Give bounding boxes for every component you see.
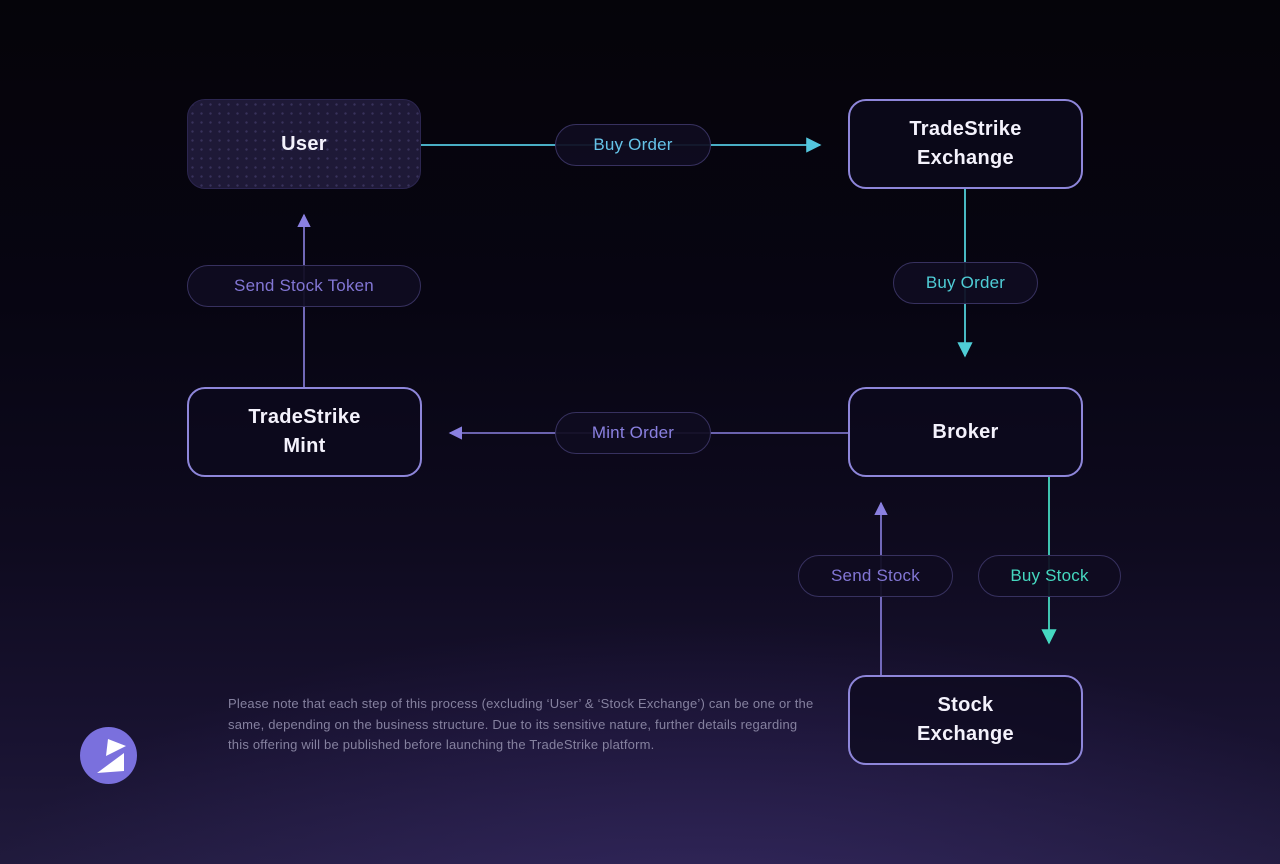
edge-label-buy-stock: Buy Stock <box>978 555 1121 597</box>
node-tradestrike-mint-label-line1: TradeStrike <box>248 406 361 428</box>
node-broker: Broker <box>848 387 1083 477</box>
node-tradestrike-exchange-label-line2: Exchange <box>917 147 1014 169</box>
disclaimer-line: Please note that each step of this proce… <box>228 696 814 711</box>
node-tradestrike-mint-label-line2: Mint <box>283 435 326 457</box>
node-tradestrike-exchange: TradeStrike Exchange <box>848 99 1083 189</box>
disclaimer-text: Please note that each step of this proce… <box>228 694 813 756</box>
node-stock-exchange-label-line2: Exchange <box>917 723 1014 745</box>
node-stock-exchange-label-line1: Stock <box>937 694 994 716</box>
edge-label-send-stock: Send Stock <box>798 555 953 597</box>
node-tradestrike-exchange-label-line1: TradeStrike <box>909 118 1022 140</box>
tradestrike-logo-icon <box>97 739 126 773</box>
edge-label-mint-order: Mint Order <box>555 412 711 454</box>
node-user-label: User <box>281 132 327 155</box>
edge-label-buy-order-top: Buy Order <box>555 124 711 166</box>
disclaimer-line: this offering will be published before l… <box>228 737 655 752</box>
edge-label-buy-order-right: Buy Order <box>893 262 1038 304</box>
edge-label-send-stock-token: Send Stock Token <box>187 265 421 307</box>
disclaimer-line: same, depending on the business structur… <box>228 716 798 732</box>
node-stock-exchange: Stock Exchange <box>848 675 1083 765</box>
tradestrike-logo <box>80 727 137 784</box>
node-user: User <box>187 99 421 189</box>
node-tradestrike-mint: TradeStrike Mint <box>187 387 422 477</box>
node-broker-label: Broker <box>932 420 999 443</box>
